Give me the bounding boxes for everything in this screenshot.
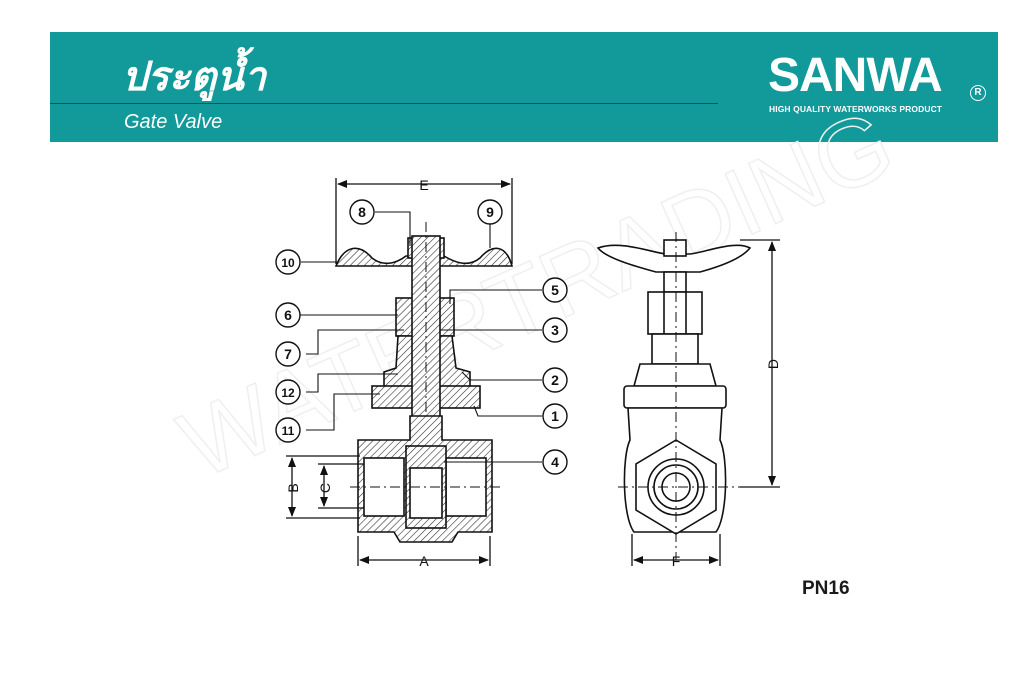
callout-circle-1 (542, 403, 568, 429)
dimension-label-f: F (672, 553, 681, 569)
callout-number-3: 3 (551, 322, 559, 338)
side-flange (623, 385, 727, 409)
callout-number-11: 11 (282, 424, 295, 438)
callout-circle-9 (477, 199, 503, 225)
callout-circle-8 (349, 199, 375, 225)
callout-circle-7 (275, 341, 301, 367)
callout-circle-11 (275, 417, 301, 443)
header-banner: ประตูน้ำ Gate Valve SANWA R HIGH QUALITY… (50, 32, 998, 142)
dimension-label-a: A (419, 553, 429, 569)
dimension-a (357, 536, 491, 566)
callout-circle-10 (275, 249, 301, 275)
dimension-c (318, 463, 364, 509)
callout-circle-12 (275, 379, 301, 405)
callout-number-12: 12 (281, 386, 295, 400)
side-gland-nut (647, 291, 703, 335)
pressure-rating: PN16 (802, 578, 850, 599)
side-bonnet (651, 333, 699, 365)
callout-circle-4 (542, 449, 568, 475)
callout-number-4: 4 (551, 454, 559, 470)
dimension-label-b: B (285, 483, 301, 492)
brand-logo: SANWA (768, 49, 943, 102)
dimension-b (286, 455, 360, 519)
callout-number-1: 1 (551, 408, 559, 424)
watermark: WATERTRADING (165, 90, 908, 499)
callout-leaders (300, 211, 542, 463)
registered-mark-icon: R (970, 85, 986, 101)
brand-tagline: HIGH QUALITY WATERWORKS PRODUCT (769, 104, 943, 114)
dimension-label-d: D (765, 359, 781, 369)
dimension-d (740, 239, 780, 488)
part-callouts (275, 199, 568, 475)
dimension-f (631, 534, 721, 566)
side-handwheel (596, 244, 752, 273)
dimension-label-c: C (317, 483, 333, 493)
callout-number-2: 2 (551, 372, 559, 388)
section-view (334, 222, 514, 543)
dimension-e (335, 178, 513, 264)
page-title-english: Gate Valve (124, 111, 223, 133)
callout-number-7: 7 (284, 346, 292, 362)
banner-divider (50, 103, 718, 104)
callout-circle-6 (275, 302, 301, 328)
callout-number-8: 8 (358, 204, 366, 220)
callout-number-6: 6 (284, 307, 292, 323)
page-title-thai: ประตูน้ำ (122, 54, 267, 100)
callout-circle-3 (542, 317, 568, 343)
callout-circle-5 (542, 277, 568, 303)
callout-circle-2 (542, 367, 568, 393)
callout-number-10: 10 (281, 256, 295, 270)
callout-number-9: 9 (486, 204, 494, 220)
side-stem-top (663, 239, 687, 257)
dimension-label-e: E (419, 177, 428, 193)
callout-number-5: 5 (551, 282, 559, 298)
